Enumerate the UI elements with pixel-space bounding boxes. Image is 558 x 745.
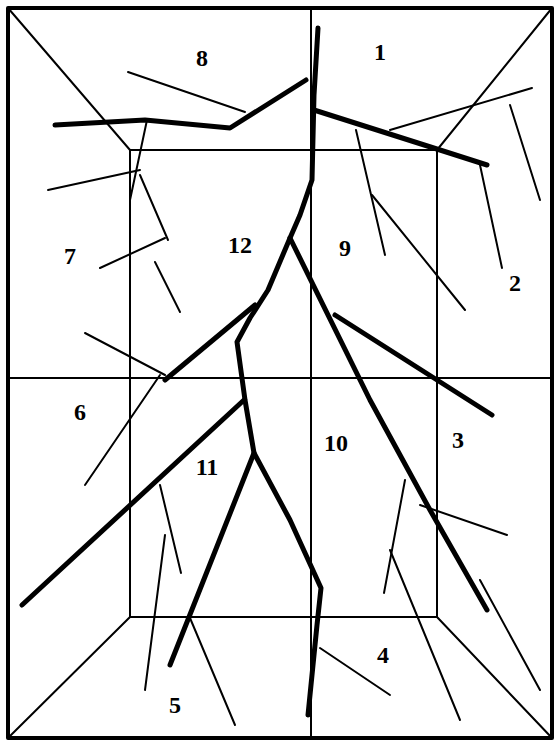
callout-number: 2: [507, 271, 523, 295]
callout-number: 6: [72, 400, 88, 424]
crack-fine: [48, 72, 540, 725]
callout-number: 7: [62, 244, 78, 268]
callout-number: 12: [226, 233, 254, 257]
callout-number: 3: [450, 428, 466, 452]
callout-number: 1: [372, 40, 388, 64]
callout-number: 10: [322, 431, 350, 455]
room-box: [8, 8, 552, 738]
callout-number: 8: [194, 46, 210, 70]
crack-main: [22, 28, 492, 715]
callout-number: 9: [337, 236, 353, 260]
callout-number: 4: [375, 643, 391, 667]
callout-number: 5: [167, 693, 183, 717]
callout-number: 11: [194, 455, 221, 479]
